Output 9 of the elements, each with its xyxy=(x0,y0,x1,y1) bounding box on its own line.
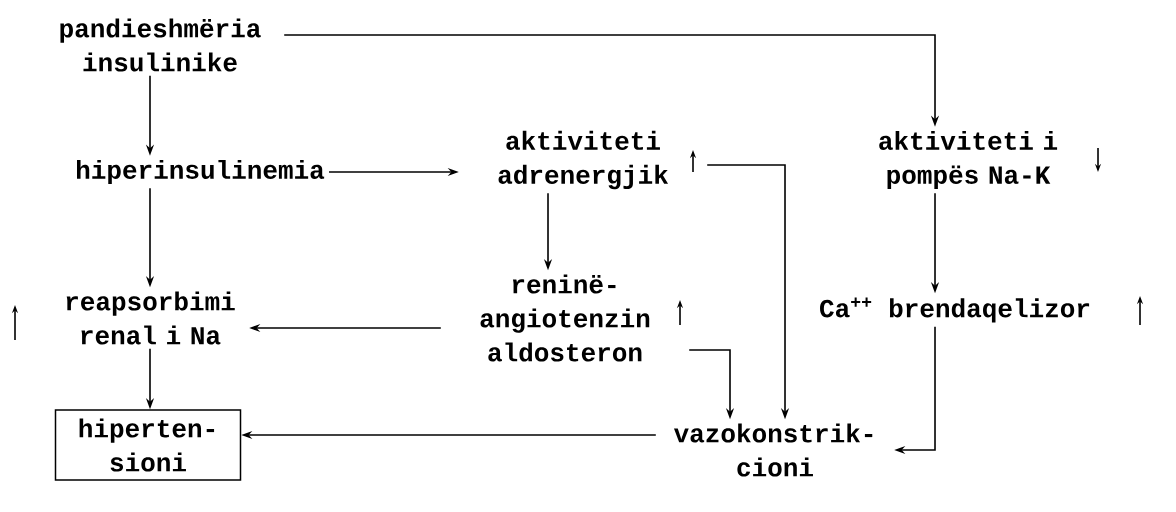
flow-text: reninë- angiotenzin aldosteron xyxy=(480,274,650,362)
flow-text: Ca$^{++}$ brendaqelizor xyxy=(820,297,1090,323)
flow-text: aktiviteti i pompës Na-K xyxy=(879,130,1058,190)
flow-text: vazokonstrik- cioni xyxy=(674,423,873,477)
flow-text: reapsorbimi renal i Na xyxy=(66,291,235,345)
flow-text: aktiviteti adrenergjik xyxy=(498,130,669,190)
flow-text: pandieshmëria insulinike xyxy=(60,18,261,72)
flow-text: hiperinsulinemia xyxy=(77,159,325,185)
outcome-box: hiperten- sioni xyxy=(54,409,242,481)
